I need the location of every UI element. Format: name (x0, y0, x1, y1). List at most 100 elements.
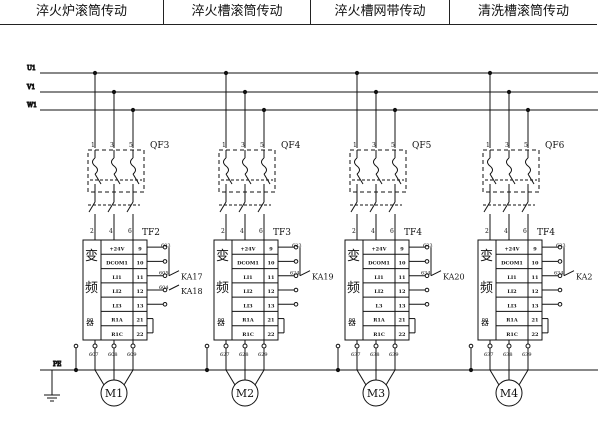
switch-blade (219, 201, 227, 213)
breaker-terminal-number: 5 (391, 142, 395, 149)
switch-terminal-number: 2 (221, 228, 225, 235)
vfd-pin-number: 9 (269, 246, 273, 252)
ground-terminal (468, 343, 474, 349)
vfd-pin-label: R1C (242, 332, 254, 338)
output-wire-number: 637 (484, 352, 494, 358)
breaker-blade (394, 173, 402, 185)
relay-contact-blade (430, 270, 442, 277)
control-terminal (293, 259, 299, 264)
vfd-pin-label: LI2 (374, 289, 384, 295)
switch-terminal-number: 4 (240, 228, 244, 235)
breaker-trip-coil (223, 157, 229, 175)
motor-feed-wire (489, 369, 500, 386)
vfd-enclosure (477, 239, 543, 341)
switch-terminal-number: 6 (259, 228, 263, 235)
switch-blade (257, 201, 265, 213)
breaker-tag: QF3 (150, 141, 170, 151)
pe-label: PE (53, 361, 61, 368)
section-label-2: 淬火槽滚筒传动 (164, 0, 311, 25)
pe-tap-dot (204, 367, 210, 373)
breaker-enclosure (349, 149, 407, 193)
breaker-blade (489, 173, 497, 185)
filter-tag: TF2 (142, 228, 160, 238)
vfd-pin-label: LI2 (112, 289, 122, 295)
output-terminal (373, 343, 379, 349)
vfd-pin-label: LI1 (243, 275, 252, 281)
breaker-blade (508, 173, 516, 185)
output-wire-number: 638 (370, 352, 380, 358)
control-terminal (293, 273, 299, 279)
vfd-pin-label: R1C (111, 332, 123, 338)
vfd-pin-number: 10 (399, 261, 406, 267)
vfd-label-bottom: 频 (216, 281, 229, 296)
output-wire-number: 639 (389, 352, 399, 358)
output-terminal (92, 343, 98, 349)
vfd-pin-label: +24V (109, 246, 124, 252)
ground-terminal (335, 343, 341, 349)
switch-blade (350, 201, 358, 213)
vfd-pin-number: 12 (268, 289, 275, 295)
breaker-blade (244, 173, 252, 185)
breaker-trip-coil (261, 157, 267, 175)
relay-tag: KA19 (312, 273, 334, 282)
switch-terminal-number: 4 (371, 228, 375, 235)
control-terminal (424, 273, 430, 279)
control-terminal (557, 273, 563, 279)
output-wire-number: 637 (351, 352, 361, 358)
breaker-blade (113, 173, 121, 185)
control-terminal (162, 259, 168, 264)
breaker-trip-coil (92, 157, 98, 175)
breaker-terminal-number: 5 (129, 142, 133, 149)
vfd-pin-number: 22 (137, 332, 144, 338)
switch-blade (521, 201, 529, 213)
vfd-pin-label: LI1 (374, 275, 383, 281)
switch-terminal-number: 4 (504, 228, 508, 235)
control-terminal (557, 301, 563, 307)
breaker-trip-coil (354, 157, 360, 175)
output-wire-number: 607 (89, 352, 99, 358)
vfd-pin-label: LI2 (243, 289, 253, 295)
filter-tag: TF3 (273, 228, 291, 238)
vfd-pin-label: R1A (373, 318, 385, 324)
breaker-terminal-number: 3 (505, 142, 509, 149)
output-terminal (392, 343, 398, 349)
section-label-3: 淬火槽网带传动 (311, 0, 450, 25)
breaker-trip-coil (392, 157, 398, 175)
drive-unit-2: QF4135262046216622TF3变频器+24V9DCOM110LI11… (204, 70, 334, 407)
motor-feed-wire (254, 369, 265, 386)
vfd-label-bottom: 频 (480, 281, 493, 296)
control-terminal (162, 244, 168, 250)
switch-blade (88, 201, 96, 213)
vfd-pin-label: R1C (373, 332, 385, 338)
vfd-pin-label: R1A (242, 318, 254, 324)
section-label-4: 清洗槽滚筒传动 (450, 0, 597, 25)
switch-blade (369, 201, 377, 213)
vfd-pin-label: LI3 (112, 303, 122, 309)
vfd-label-bottom: 频 (347, 281, 360, 296)
breaker-terminal-number: 5 (524, 142, 528, 149)
vfd-small-mark: 器 (217, 318, 225, 327)
bus-label-u1: U1 (27, 65, 36, 72)
control-terminal (293, 287, 299, 293)
vfd-label-bottom: 频 (85, 281, 98, 296)
switch-terminal-number: 4 (109, 228, 113, 235)
breaker-blade (94, 173, 102, 185)
vfd-pin-label: R1A (111, 318, 123, 324)
output-terminal (506, 343, 512, 349)
switch-blade (388, 201, 396, 213)
vfd-pin-number: 9 (400, 246, 404, 252)
vfd-label-top: 变 (85, 248, 98, 264)
output-terminal (525, 343, 531, 349)
control-wire-number: 604 (159, 285, 169, 291)
output-wire-number: 627 (220, 352, 230, 358)
motor-feed-wire (385, 369, 396, 386)
output-wire-number: 639 (522, 352, 532, 358)
vfd-pin-number: 9 (533, 246, 537, 252)
breaker-blade (527, 173, 535, 185)
vfd-pin-number: 11 (532, 275, 539, 281)
vfd-label-top: 变 (347, 248, 360, 264)
motor-symbol (495, 379, 523, 407)
control-terminal (293, 244, 299, 250)
vfd-pin-label: LI3 (507, 303, 517, 309)
